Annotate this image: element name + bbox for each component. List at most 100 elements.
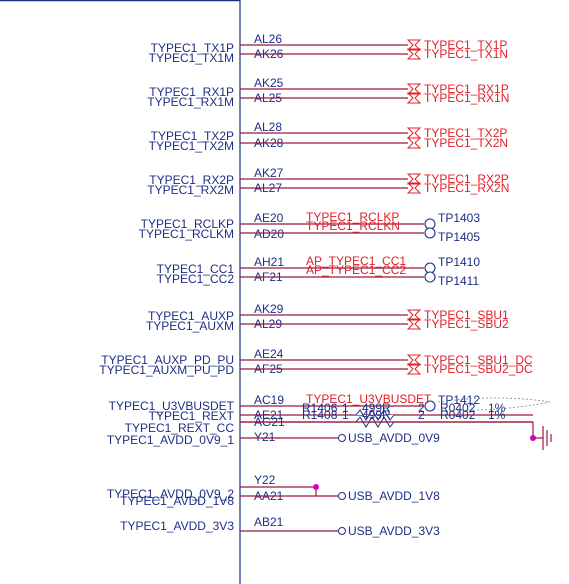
pin-label: TYPEC1_AVDD_3V3 <box>120 519 234 533</box>
net-label: TYPEC1_SBU1_DC <box>424 353 533 367</box>
power-net-icon <box>338 434 346 442</box>
junctions <box>240 421 552 496</box>
net-label: TYPEC1_U3VBUSDET <box>306 392 432 406</box>
pin-label: TYPEC1_TX1M <box>149 51 234 65</box>
pin-label: TYPEC1_RX1P <box>149 85 234 99</box>
offpage-port-icon <box>406 182 422 194</box>
pin-label: TYPEC1_TX2P <box>151 129 234 143</box>
pin-label: TYPEC1_RX2P <box>149 173 234 187</box>
offpage-port-icon <box>406 92 422 104</box>
net-label: TYPEC1_RX2P <box>424 172 509 186</box>
ball-id: AD20 <box>254 227 284 241</box>
offpage-port-icon <box>406 173 422 185</box>
resistor-package: R0402 <box>440 408 476 422</box>
offpage-port-icon <box>406 354 422 366</box>
resistor-icon <box>355 409 395 421</box>
pin-row: TYPEC1_RCLKM AD20 TYPEC1_RCLKN TP1405 <box>139 219 481 244</box>
net-label: TYPEC1_RCLKN <box>306 219 400 233</box>
dotted-outline <box>437 397 551 411</box>
pin-label: TYPEC1_AUXP <box>148 309 234 323</box>
resistor-pin1: 1 <box>342 408 349 422</box>
pin-label: TYPEC1_AVDD_0V9_2 <box>107 487 235 501</box>
pin-label: TYPEC1_CC2 <box>157 272 235 286</box>
testpoint-icon <box>424 400 436 412</box>
net-label: TYPEC1_TX2P <box>424 126 507 140</box>
ground-icon <box>542 426 552 450</box>
pin-row: TYPEC1_CC1 AH21 AP_TYPEC1_CC1 TP1410 <box>157 254 481 276</box>
ball-id: Y21 <box>254 430 276 444</box>
net-label: TYPEC1_SBU1 <box>424 308 509 322</box>
offpage-port-icon <box>406 127 422 139</box>
offpage-port-icon <box>406 48 422 60</box>
net-label: AP_TYPEC1_CC2 <box>306 263 406 277</box>
pin-label: TYPEC1_RCLKP <box>141 217 234 231</box>
ball-id: AL26 <box>254 32 282 46</box>
testpoint-icon <box>424 227 436 239</box>
pin-label: TYPEC1_U3VBUSDET <box>109 399 235 413</box>
resistor-ref: R1408 <box>302 408 338 422</box>
ball-id: AH21 <box>254 255 284 269</box>
net-label: TYPEC1_TX1N <box>424 47 508 61</box>
pin-row: TYPEC1_AVDD_0V9_2 Y22 <box>107 473 316 501</box>
power-net-label: USB_AVDD_1V8 <box>348 489 440 503</box>
offpage-port-icon <box>406 309 422 321</box>
pin-row: TYPEC1_AUXP_PD_PU AE24 TYPEC1_SBU1_DC <box>101 347 533 367</box>
ball-id: AE24 <box>254 347 284 361</box>
offpage-port-icon <box>406 83 422 95</box>
net-label: TYPEC1_RX1P <box>424 82 509 96</box>
resistor-value: 499R <box>362 401 391 415</box>
testpoint-ref: TP1405 <box>438 230 480 244</box>
offpage-port-icon <box>406 318 422 330</box>
net-label: TYPEC1_RX1N <box>424 91 509 105</box>
ball-id: AL28 <box>254 120 282 134</box>
offpage-port-icon <box>406 137 422 149</box>
ball-id: Y22 <box>254 473 276 487</box>
junction-dot <box>313 484 319 490</box>
resistor-ref: R1406 <box>302 401 338 415</box>
resistor-pin1: 1 <box>342 401 349 415</box>
net-label: TYPEC1_RCLKP <box>306 210 399 224</box>
resistor-package: R0402 <box>440 401 476 415</box>
ball-id: AK27 <box>254 166 284 180</box>
pin-label: TYPEC1_RCLKM <box>139 227 234 241</box>
pin-label: TYPEC1_CC1 <box>157 262 235 276</box>
ball-id: AC19 <box>254 393 284 407</box>
power-net-label: USB_AVDD_3V3 <box>348 524 440 538</box>
resistor-value: 499R <box>362 408 391 422</box>
offpage-port-icon <box>406 39 422 51</box>
testpoint-icon <box>424 271 436 283</box>
net-label: TYPEC1_RX2N <box>424 181 509 195</box>
pin-label: TYPEC1_AUXM_PU_PD <box>99 363 234 377</box>
pin-label: TYPEC1_AUXP_PD_PU <box>101 353 234 367</box>
pin-label: TYPEC1_REXT <box>149 409 235 423</box>
net-label: TYPEC1_TX2N <box>424 136 508 150</box>
testpoint-ref: TP1410 <box>438 255 480 269</box>
pin-label: TYPEC1_REXT_CC <box>125 421 235 435</box>
testpoint-ref: TP1403 <box>438 211 480 225</box>
pin-label: TYPEC1_RX1M <box>147 95 234 109</box>
pin-label: TYPEC1_TX1P <box>151 41 234 55</box>
power-net-icon <box>338 492 346 500</box>
net-label: AP_TYPEC1_CC1 <box>306 254 406 268</box>
resistor-pin2: 2 <box>418 408 425 422</box>
net-label: TYPEC1_TX1P <box>424 38 507 52</box>
ball-id: AB21 <box>254 515 284 529</box>
resistor-tolerance: 1% <box>488 401 506 415</box>
resistor-tolerance: 1% <box>488 408 506 422</box>
